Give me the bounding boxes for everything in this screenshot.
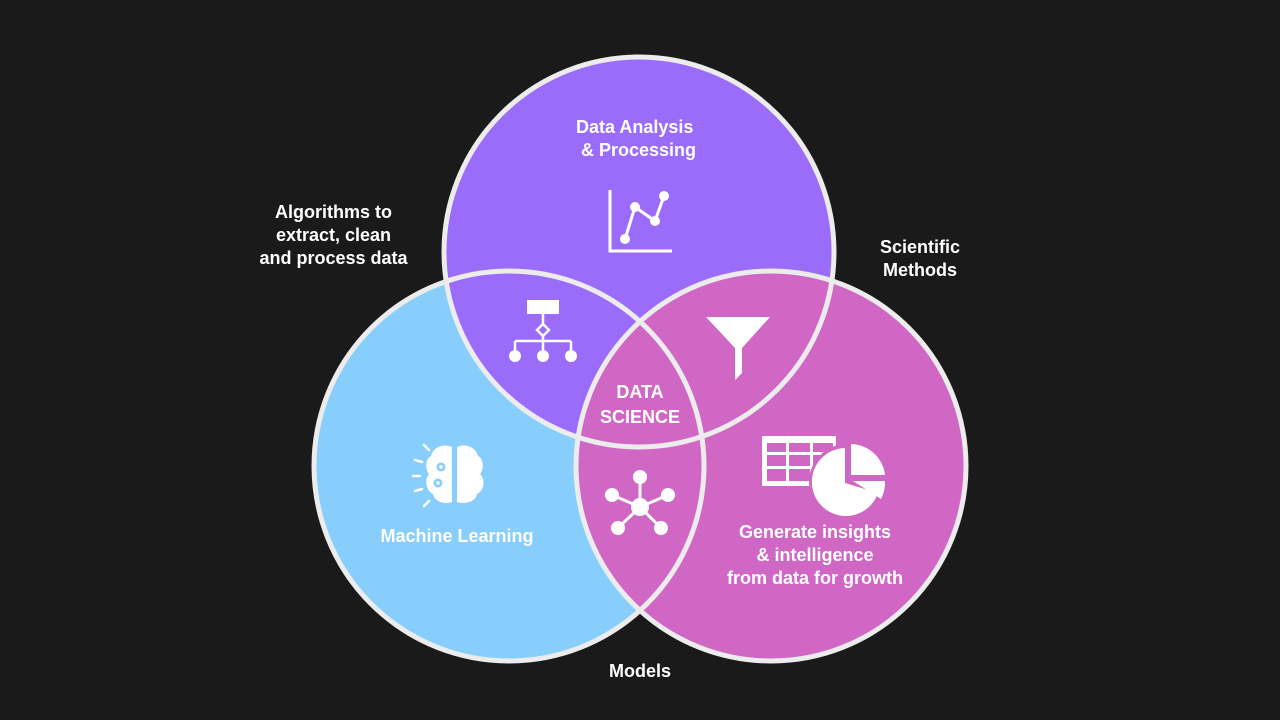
right-circle-label: Generate insights & intelligence from da… (727, 522, 903, 588)
brain-gears-icon (411, 443, 484, 508)
center-label: DATA SCIENCE (599, 382, 680, 427)
left-circle-label: Machine Learning (380, 526, 534, 546)
top-left-overlap-label: Algorithms to extract, clean and process… (259, 202, 408, 268)
circle-left-outline (311, 268, 707, 664)
network-icon (605, 470, 675, 535)
overlap-top-right (576, 271, 834, 447)
line-chart-icon (608, 190, 672, 253)
funnel-icon (706, 317, 770, 380)
circle-right-outline (573, 268, 969, 664)
left-right-overlap-label: Models (608, 661, 671, 681)
table-pie-chart-icon (762, 436, 886, 520)
circle-top-outline (441, 54, 837, 450)
top-right-overlap-label: Scientific Methods (879, 237, 961, 280)
top-circle-label: Data Analysis & Processing (576, 117, 697, 160)
hierarchy-icon (509, 300, 577, 362)
